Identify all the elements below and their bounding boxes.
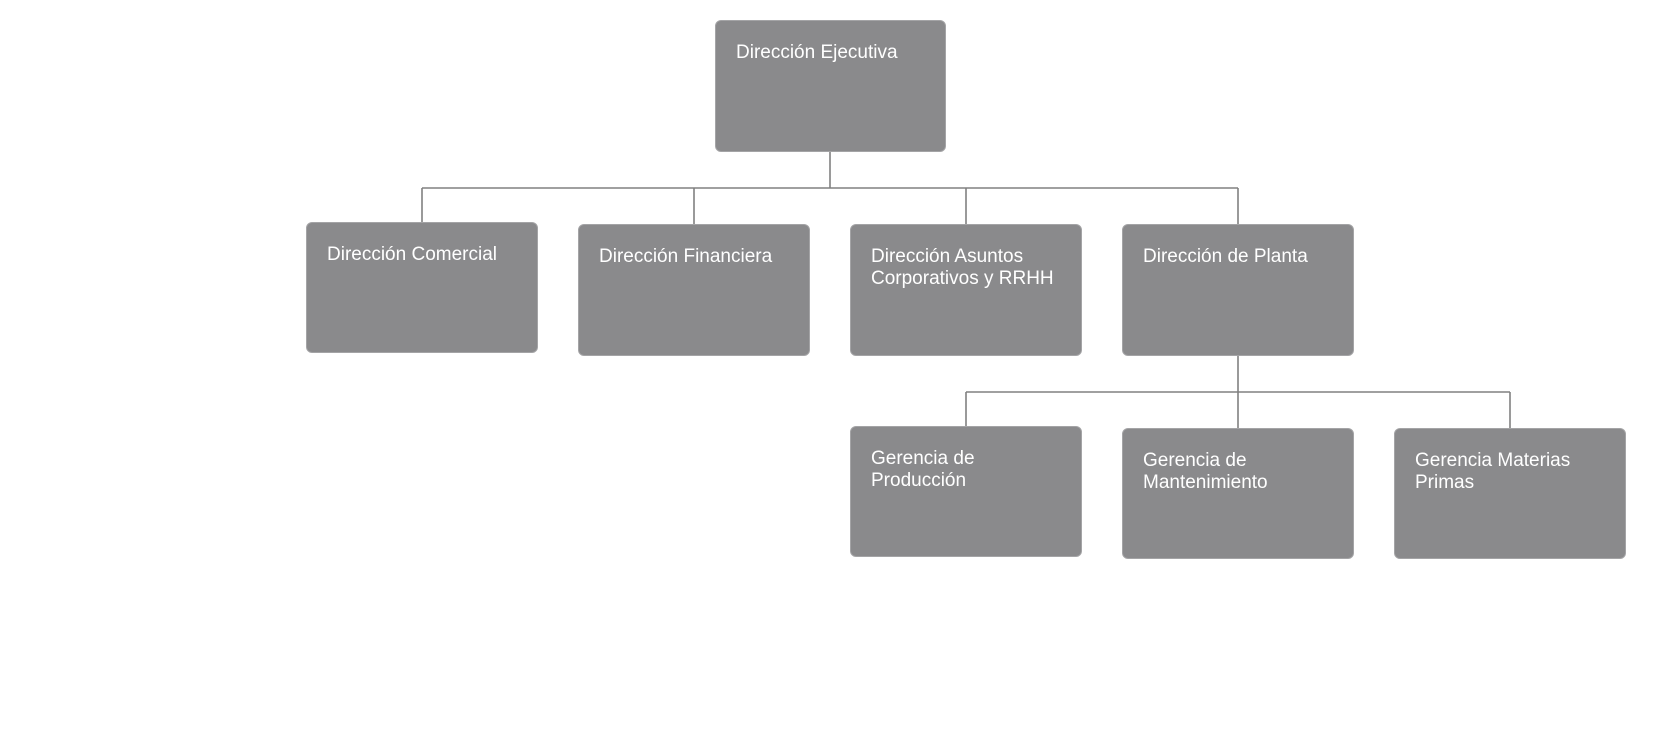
node-label: Gerencia de Mantenimiento	[1143, 450, 1268, 493]
node-direccion-de-planta[interactable]: Dirección de Planta	[1122, 224, 1354, 356]
node-gerencia-mantenimiento[interactable]: Gerencia de Mantenimiento	[1122, 428, 1354, 559]
node-label: Dirección Ejecutiva	[736, 42, 898, 63]
node-gerencia-produccion[interactable]: Gerencia de Producción	[850, 426, 1082, 557]
node-label: Gerencia Materias Primas	[1415, 450, 1571, 493]
node-label: Dirección Comercial	[327, 244, 497, 265]
node-direccion-comercial[interactable]: Dirección Comercial	[306, 222, 538, 353]
node-label: Dirección de Planta	[1143, 246, 1308, 267]
node-direccion-ejecutiva[interactable]: Dirección Ejecutiva	[715, 20, 946, 152]
node-direccion-financiera[interactable]: Dirección Financiera	[578, 224, 810, 356]
node-label: Gerencia de Producción	[871, 448, 975, 491]
node-gerencia-materias-primas[interactable]: Gerencia Materias Primas	[1394, 428, 1626, 559]
node-direccion-asuntos-corporativos[interactable]: Dirección Asuntos Corporativos y RRHH	[850, 224, 1082, 356]
node-label: Dirección Asuntos Corporativos y RRHH	[871, 246, 1054, 289]
node-label: Dirección Financiera	[599, 246, 773, 267]
